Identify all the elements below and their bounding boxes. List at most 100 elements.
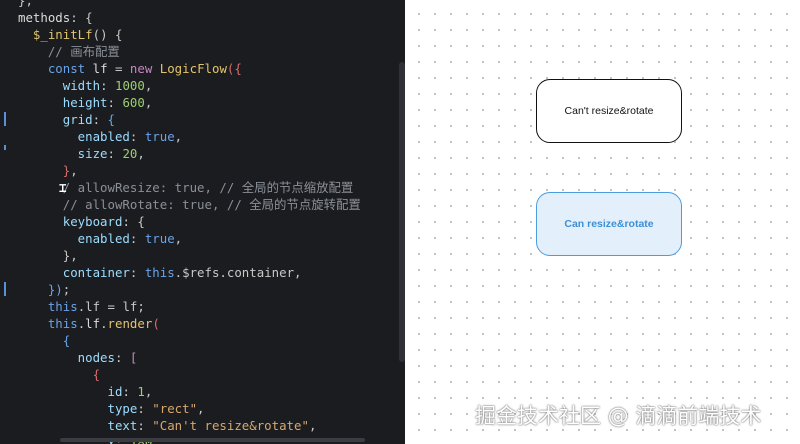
code-token: : (114, 350, 130, 365)
code-token: keyboard (18, 214, 123, 229)
code-line[interactable]: }, (18, 247, 78, 264)
code-token: ( (152, 316, 160, 331)
code-token: lf (92, 61, 108, 76)
code-token: : (137, 418, 153, 433)
code-token: size (18, 146, 108, 161)
code-line[interactable]: id: 1, (18, 383, 153, 400)
vertical-scrollbar[interactable] (399, 62, 405, 362)
code-token: text (18, 418, 138, 433)
code-line[interactable]: const lf = new LogicFlow({ (18, 60, 242, 77)
code-line[interactable]: nodes: [ (18, 349, 138, 366)
code-token: 600 (122, 95, 145, 110)
code-line[interactable]: keyboard: { (18, 213, 145, 230)
code-token: .$refs.container, (174, 265, 302, 280)
code-token: , (174, 231, 183, 246)
code-token: LogicFlow (159, 61, 227, 76)
code-line[interactable]: enabled: true, (18, 230, 182, 247)
code-token: , (197, 401, 205, 416)
code-line[interactable]: $_initLf() { (18, 26, 123, 43)
rect-node-fixed[interactable]: Can't resize&rotate (536, 79, 682, 143)
code-token: , (174, 129, 183, 144)
gutter-change-marker (4, 112, 6, 126)
code-token: : { (70, 10, 93, 25)
code-token: height (18, 95, 108, 110)
code-token: : (137, 401, 153, 416)
node-label: Can resize&rotate (564, 218, 654, 230)
code-token: . (100, 316, 108, 331)
code-token: () { (92, 27, 123, 42)
code-token: : (92, 112, 108, 127)
code-token: }) (18, 282, 63, 297)
code-token: new (129, 61, 160, 76)
code-token: { (18, 333, 71, 348)
code-token: : (129, 129, 145, 144)
code-token: this (18, 316, 78, 331)
code-line[interactable]: }, (18, 0, 33, 9)
code-token: "rect" (152, 401, 198, 416)
code-token: : (129, 231, 145, 246)
code-token: enabled (18, 129, 130, 144)
code-token: : (107, 95, 123, 110)
code-token: width (18, 78, 101, 93)
code-token (18, 27, 33, 42)
code-token: id (18, 384, 123, 399)
code-token: 1 (137, 384, 145, 399)
code-token: : { (122, 214, 145, 229)
code-line[interactable]: container: this.$refs.container, (18, 264, 302, 281)
code-line[interactable]: // 画布配置 (18, 43, 120, 60)
code-token: , (144, 384, 153, 399)
code-line[interactable]: { (18, 366, 100, 383)
code-line[interactable]: this.lf.render( (18, 315, 160, 332)
code-token: : (122, 384, 138, 399)
code-token: , (137, 146, 145, 161)
code-token: { (18, 367, 101, 382)
code-token: / allowResize: true, // 全局的节点缩放配置 (18, 180, 354, 195)
horizontal-scrollbar[interactable] (60, 438, 365, 442)
code-token: // 画布配置 (18, 44, 120, 59)
code-line[interactable]: // allowRotate: true, // 全局的节点旋转配置 (18, 196, 361, 213)
code-line[interactable]: text: "Can't resize&rotate", (18, 417, 317, 434)
code-token: grid (18, 112, 93, 127)
text-cursor-icon: ⌶ (59, 180, 67, 195)
code-token: $_initLf (32, 27, 93, 42)
code-token: this (18, 299, 78, 314)
code-token: }, (18, 248, 78, 263)
code-token: lf (85, 316, 101, 331)
code-token: } (18, 163, 71, 178)
code-editor[interactable]: },methods: { $_initLf() { // 画布配置 const … (0, 0, 405, 444)
code-token: : (129, 265, 145, 280)
logicflow-canvas[interactable]: Can't resize&rotate Can resize&rotate (405, 0, 800, 444)
code-line[interactable]: this.lf = lf; (18, 298, 145, 315)
code-token: : (107, 146, 123, 161)
code-token: render (107, 316, 153, 331)
code-token: ({ (226, 61, 242, 76)
code-token: this (144, 265, 175, 280)
code-line[interactable]: height: 600, (18, 94, 153, 111)
code-token: .lf = lf; (77, 299, 145, 314)
code-token: 1000 (114, 78, 145, 93)
rect-node-resizable[interactable]: Can resize&rotate (536, 192, 682, 256)
node-label: Can't resize&rotate (564, 105, 654, 117)
code-token: [ (129, 350, 138, 365)
code-token: true (144, 129, 175, 144)
code-line[interactable]: }); (18, 281, 70, 298)
code-token: type (18, 401, 138, 416)
code-token: = (107, 61, 130, 76)
code-token: , (144, 95, 153, 110)
code-line[interactable]: { (18, 332, 70, 349)
code-token: nodes (18, 350, 115, 365)
code-token: const (18, 61, 93, 76)
code-token: . (77, 316, 86, 331)
gutter-change-marker (4, 145, 6, 150)
code-token: }, (18, 0, 33, 8)
code-line[interactable]: ⌶ / allowResize: true, // 全局的节点缩放配置 (18, 179, 353, 196)
code-line[interactable]: grid: { (18, 111, 115, 128)
code-line[interactable]: size: 20, (18, 145, 145, 162)
code-token: container (18, 265, 130, 280)
code-line[interactable]: }, (18, 162, 78, 179)
code-line[interactable]: methods: { (18, 9, 93, 26)
code-line[interactable]: enabled: true, (18, 128, 182, 145)
code-line[interactable]: width: 1000, (18, 77, 153, 94)
code-line[interactable]: type: "rect", (18, 400, 205, 417)
watermark: 掘金技术社区 @ 滴滴前端技术 (475, 404, 762, 428)
